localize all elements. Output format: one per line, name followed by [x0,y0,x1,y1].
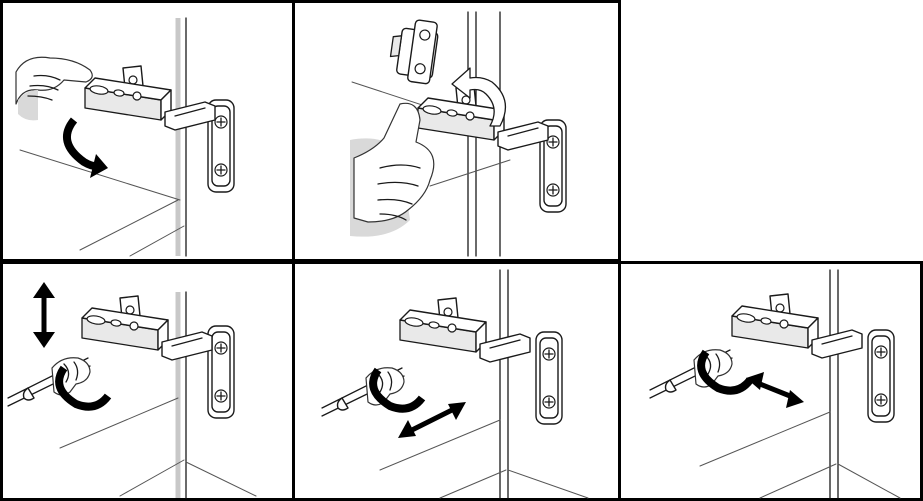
hinge-arm [84,65,216,131]
hand [350,102,435,237]
mounting-plate [867,329,895,423]
cabinet-floor-lines [699,411,901,499]
rotate-counterclockwise-arrow-icon [451,67,507,127]
cabinet-side-wall [499,269,509,499]
screwdriver-hand [7,357,91,407]
panel-4-adjust-side [321,269,589,499]
cabinet-floor-lines [19,149,185,257]
panel-2-frame [292,0,621,262]
turn-arrow-icon [369,367,426,413]
rotate-clockwise-arrow-icon [62,117,108,178]
hinge-arm [417,85,549,151]
panel-5-frame [618,261,923,501]
depth-adjust-arrow-icon [746,372,804,408]
cabinet-side-wall [829,269,839,499]
hinge-arm [399,297,531,363]
turn-arrow-icon [697,349,754,395]
panel-1-unclip-arm [15,17,235,257]
hand [15,56,93,121]
mounting-plate [535,331,563,425]
turn-arrow-icon [55,365,112,411]
hinge-arm [81,295,213,361]
hinge-cup-lifted [389,19,439,85]
panel-3-adjust-height [7,282,257,499]
panel-5-adjust-depth [649,269,901,499]
cabinet-floor-lines [59,397,257,497]
hinge-arm [731,293,863,359]
panel-2-clip-on-arm [350,11,567,257]
cabinet-floor-lines [379,419,589,499]
panel-1-frame [0,0,295,262]
side-adjust-arrow-icon [398,402,466,438]
height-adjust-arrow-icon [33,282,55,348]
